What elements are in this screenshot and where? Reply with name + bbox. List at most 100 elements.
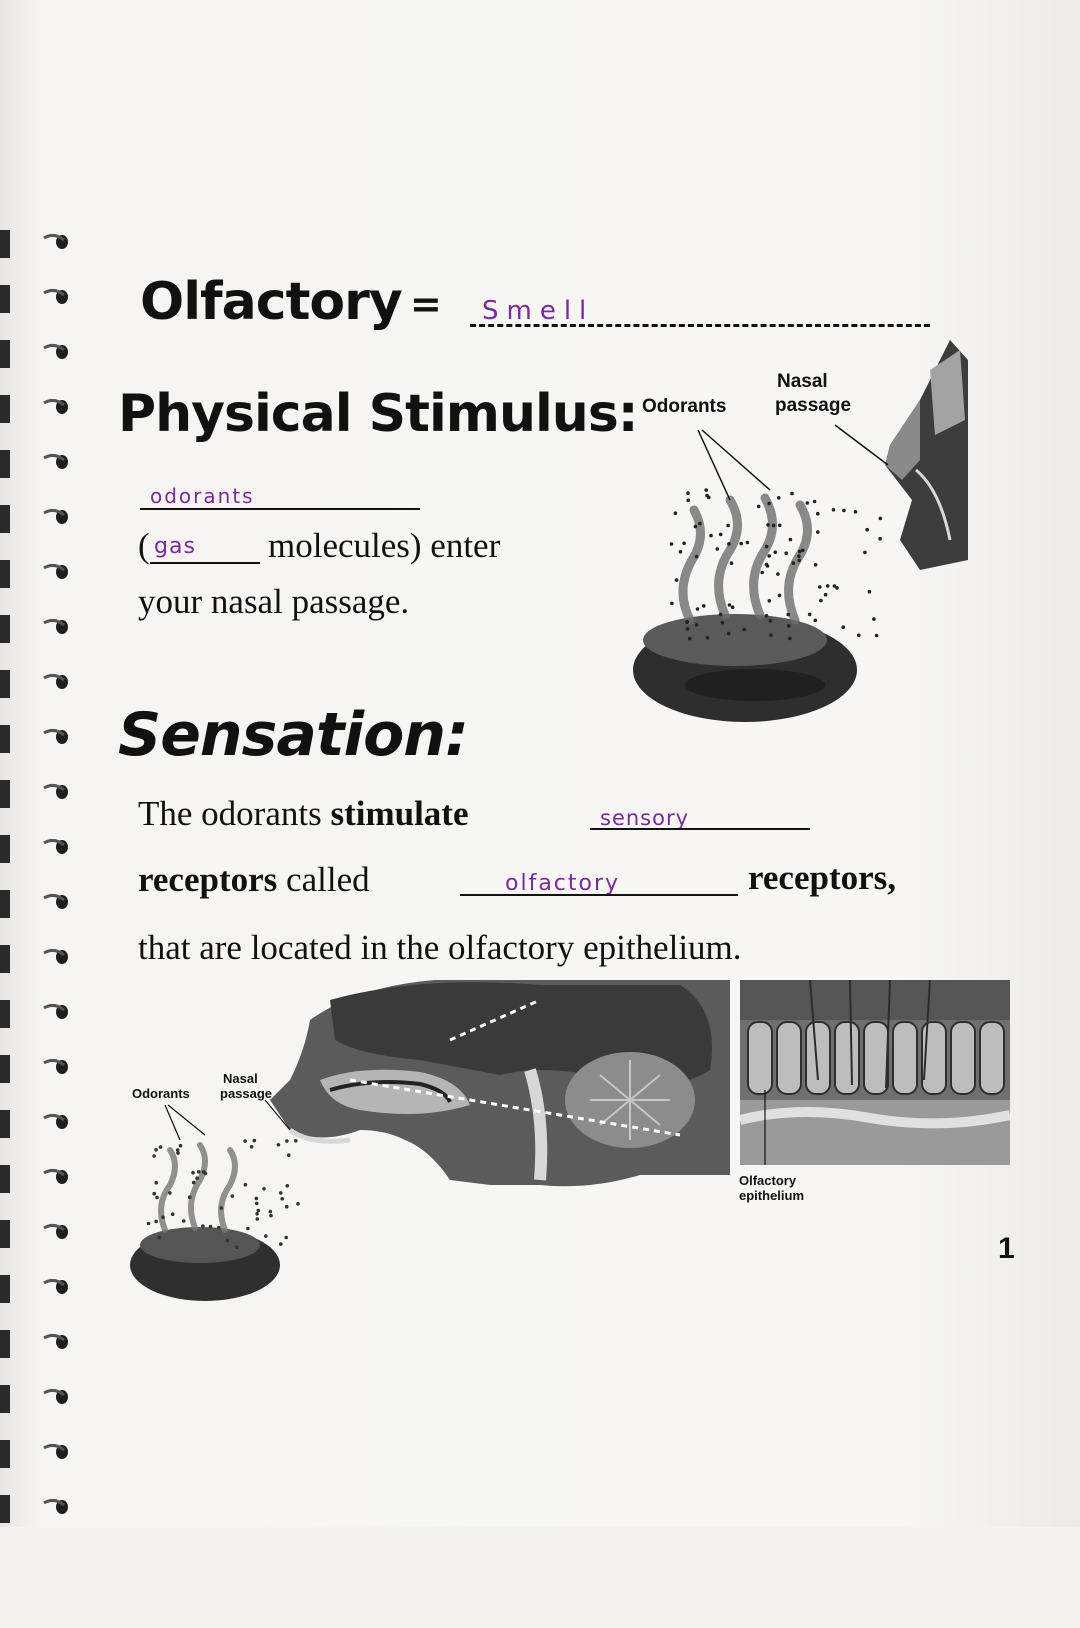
odorant-molecule-dot xyxy=(767,501,771,506)
odorant-molecule-dot xyxy=(252,1138,257,1143)
odorant-molecule-dot xyxy=(176,1151,180,1155)
binding-wire xyxy=(43,1278,65,1287)
binding-wire xyxy=(43,508,65,517)
binding-wire xyxy=(43,948,65,957)
odorant-molecule-dot xyxy=(249,1145,254,1149)
odorant-molecule-dot xyxy=(791,561,796,565)
odorant-molecule-dot xyxy=(878,516,883,521)
odorant-molecule-dot xyxy=(800,548,805,553)
olfactory-receptor-blank-line xyxy=(460,894,738,896)
odorant-molecule-dot xyxy=(726,523,730,528)
sensory-blank-line xyxy=(590,828,810,830)
binding-strip xyxy=(0,1220,10,1248)
odorant-molecule-dot xyxy=(773,550,777,554)
physical-stimulus-heading: Physical Stimulus: xyxy=(118,384,639,444)
odorant-molecule-dot xyxy=(767,599,772,603)
odorant-molecule-dot xyxy=(279,1191,283,1195)
odorant-molecule-dot xyxy=(294,1139,298,1143)
epithelial-cell xyxy=(747,1021,773,1095)
spiral-binding xyxy=(0,230,68,1523)
odorant-molecule-dot xyxy=(152,1191,156,1196)
odorant-molecule-dot xyxy=(720,620,725,625)
odorant-molecule-dot xyxy=(812,499,817,504)
binding-wire xyxy=(43,618,65,627)
odorant-molecule-dot xyxy=(797,558,801,563)
odorant-molecule-dot xyxy=(784,551,788,555)
odorant-molecule-dot xyxy=(154,1219,158,1224)
receptors-text: receptors xyxy=(138,860,278,899)
odorant-molecule-dot xyxy=(742,627,747,632)
binding-wire xyxy=(43,398,65,407)
odorant-molecule-dot xyxy=(276,1143,281,1147)
odorant-molecule-dot xyxy=(669,542,674,546)
odorant-molecule-dot xyxy=(178,1143,183,1148)
odorant-molecule-dot xyxy=(797,554,801,558)
odorant-molecule-dot xyxy=(187,1195,192,1199)
odorant-molecule-dot xyxy=(776,572,780,576)
odorant-molecule-dot xyxy=(235,1245,239,1249)
odorant-molecule-dot xyxy=(790,491,794,496)
odorant-molecule-dot xyxy=(208,1224,213,1229)
odorant-molecule-dot xyxy=(254,1196,259,1201)
fig-top-nasal-label: Nasal xyxy=(777,371,828,392)
odorant-molecule-dot xyxy=(764,544,769,549)
paren-open: ( xyxy=(138,526,150,565)
odorant-molecule-dot xyxy=(813,563,818,567)
binding-wire xyxy=(43,453,65,462)
odorant-molecule-dot xyxy=(670,601,674,606)
odorant-molecule-dot xyxy=(246,1226,250,1231)
odorant-molecule-dot xyxy=(705,493,709,498)
binding-wire xyxy=(43,1498,65,1507)
odorant-molecule-dot xyxy=(867,589,872,594)
odorant-molecule-dot xyxy=(788,636,792,641)
binding-strip xyxy=(0,1495,10,1523)
binding-strip xyxy=(0,1055,10,1083)
notebook-page: Olfactory = Smell Physical Stimulus: odo… xyxy=(0,0,1080,1527)
odorant-molecule-dot xyxy=(745,540,750,545)
fig-bottom-nasal-label: Nasal xyxy=(223,1071,258,1086)
odorant-molecule-dot xyxy=(264,1234,268,1238)
binding-strip xyxy=(0,835,10,863)
binding-wire xyxy=(43,1168,65,1177)
odorants-blank-line xyxy=(140,508,420,510)
odorant-molecule-dot xyxy=(698,521,702,526)
olfactory-epithelium-illustration xyxy=(740,980,1010,1165)
odorant-molecule-dot xyxy=(878,536,882,541)
epithelial-cell xyxy=(805,1021,831,1095)
odorant-molecule-dot xyxy=(157,1235,162,1240)
odorant-molecule-dot xyxy=(146,1221,151,1226)
odorant-molecule-dot xyxy=(152,1154,156,1158)
odorant-molecule-dot xyxy=(767,554,771,558)
answer-olfactory: olfactory xyxy=(505,871,621,896)
odorant-molecule-dot xyxy=(685,627,690,631)
olfactory-term: Olfactory xyxy=(140,272,403,332)
odorant-molecule-dot xyxy=(682,541,686,546)
odorant-molecule-dot xyxy=(730,605,735,609)
binding-wire xyxy=(43,1223,65,1232)
answer-smell: Smell xyxy=(482,296,595,326)
binding-wire xyxy=(43,288,65,297)
odorant-molecule-dot xyxy=(286,1153,291,1157)
called-text: called xyxy=(277,860,370,899)
odorant-molecule-dot xyxy=(704,488,708,492)
odorant-molecule-dot xyxy=(201,1170,206,1174)
odorant-molecule-dot xyxy=(865,527,869,532)
binding-wire xyxy=(43,1058,65,1067)
page-number: 1 xyxy=(998,1232,1015,1265)
odorant-molecule-dot xyxy=(823,592,828,597)
gas-blank-line xyxy=(150,562,260,564)
sensation-line-1: The odorants stimulate xyxy=(138,794,469,834)
odorant-molecule-dot xyxy=(225,1238,230,1243)
binding-strip xyxy=(0,340,10,368)
epithelial-cell xyxy=(979,1021,1005,1095)
binding-strip xyxy=(0,450,10,478)
binding-wire xyxy=(43,728,65,737)
olfactory-blank-line xyxy=(470,324,930,327)
odorant-molecule-dot xyxy=(673,511,678,515)
odorant-molecule-dot xyxy=(764,614,769,618)
fig-top-passage-label: passage xyxy=(775,395,852,416)
odorant-molecule-dot xyxy=(805,501,810,505)
odorant-molecule-dot xyxy=(168,1191,172,1195)
odorant-molecule-dot xyxy=(756,504,761,509)
odorant-molecule-dot xyxy=(705,636,710,640)
